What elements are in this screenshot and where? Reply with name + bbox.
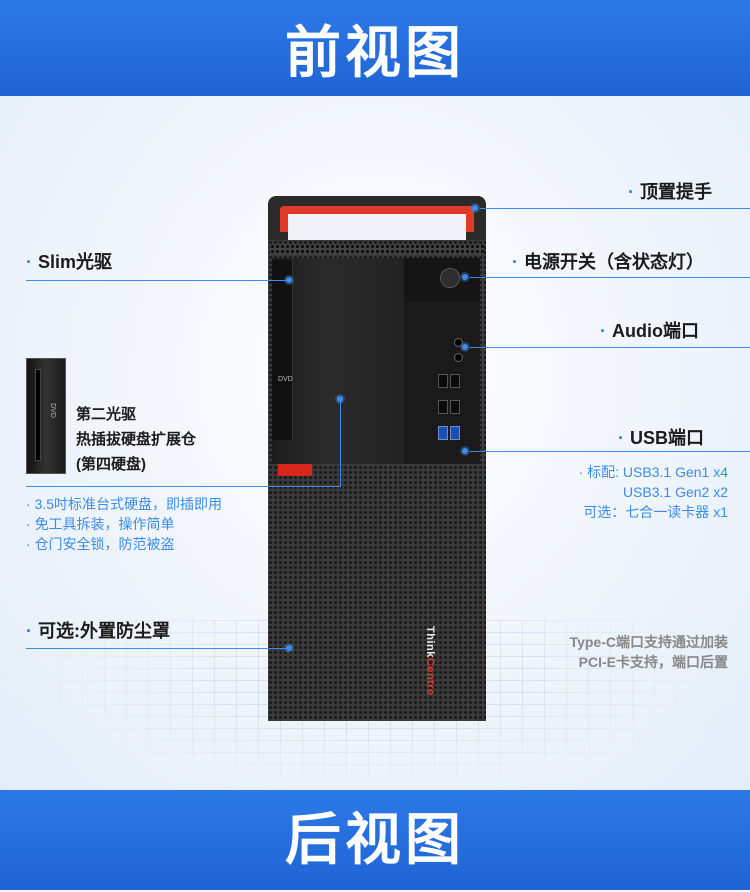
leader-line <box>480 208 750 209</box>
pc-tower: DVD ThinkCentre <box>268 196 486 721</box>
audio-jack-icon <box>454 353 463 362</box>
usb-port-icon <box>450 374 460 388</box>
leader-line <box>26 648 288 649</box>
usb-port-icon <box>450 426 460 440</box>
typec-notes: Type-C端口支持通过加装 PCI-E卡支持，端口后置 <box>569 634 728 670</box>
usb-port-icon <box>450 400 460 414</box>
leader-dot <box>462 274 468 280</box>
leader-dot <box>462 344 468 350</box>
callout-handle: ·顶置提手 <box>628 182 712 202</box>
odd-logo: DVD <box>278 376 293 383</box>
usb-port-icon <box>438 400 448 414</box>
power-button[interactable] <box>440 268 460 288</box>
leader-dot <box>472 205 478 211</box>
brand-logo: ThinkCentre <box>424 626 436 696</box>
bay-lock-tab <box>278 464 312 476</box>
usb-notes: · 标配: USB3.1 Gen1 x4 USB3.1 Gen2 x2 可选：七… <box>578 464 728 520</box>
callout-usb: ·USB端口 <box>618 428 705 448</box>
top-vent <box>270 244 484 254</box>
handle-opening <box>288 214 466 244</box>
callout-dust: ·可选:外置防尘罩 <box>26 621 170 641</box>
second-drive-thumbnail: DVD <box>26 358 66 474</box>
leader-line <box>26 486 341 487</box>
callout-power: ·电源开关（含状态灯） <box>512 252 704 272</box>
leader-dot <box>286 277 292 283</box>
callout-optical: ·Slim光驱 <box>26 252 113 272</box>
leader-line <box>470 277 750 278</box>
leader-dot <box>286 645 292 651</box>
drive-slot <box>35 369 41 461</box>
section-title: 后视图 <box>285 808 465 873</box>
leader-dot <box>337 396 343 402</box>
bay-notes: · 3.5吋标准台式硬盘，即插即用 · 免工具拆装，操作简单 · 仓门安全锁，防… <box>26 496 223 552</box>
usb-port-icon <box>438 374 448 388</box>
slim-optical-drive <box>272 260 293 440</box>
callout-second-drive: 第二光驱 热插拔硬盘扩展仓 (第四硬盘) <box>76 406 197 473</box>
usb-port-icon <box>438 426 448 440</box>
leader-dot <box>462 448 468 454</box>
callout-audio: ·Audio端口 <box>600 321 699 341</box>
bay-door <box>272 258 404 464</box>
leader-line <box>470 451 750 452</box>
header-banner: 前视图 <box>0 0 750 96</box>
audio-jack-icon <box>454 338 463 347</box>
leader-line <box>470 347 750 348</box>
leader-line <box>340 400 341 486</box>
footer-banner: 后视图 <box>0 790 750 890</box>
drive-logo: DVD <box>48 403 56 418</box>
page-title: 前视图 <box>285 21 465 86</box>
leader-line <box>26 280 288 281</box>
